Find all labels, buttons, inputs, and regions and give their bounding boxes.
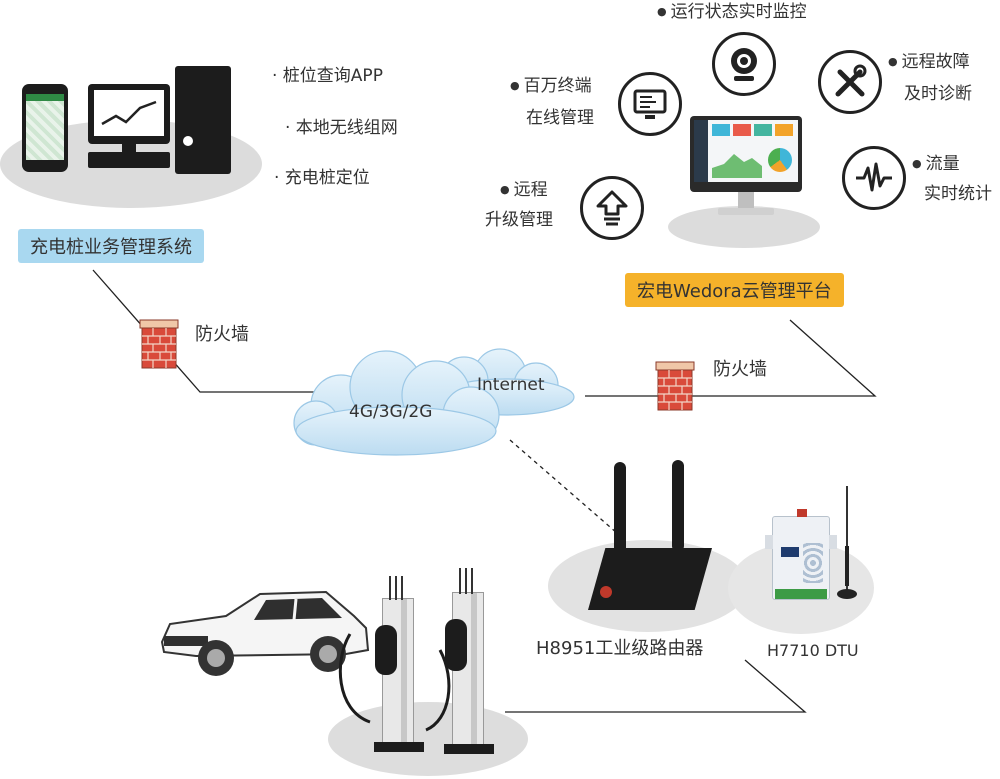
desktop-monitor-image [88, 84, 170, 144]
feature-terminal-mgmt-line1: 百万终端 [510, 74, 592, 100]
tools-icon [818, 50, 882, 114]
monitor-icon [618, 72, 682, 136]
station-foot [374, 742, 424, 752]
feature-realtime-monitor: 运行状态实时监控 [657, 0, 807, 26]
business-feature-1: · 桩位查询APP [272, 66, 383, 86]
electric-car-image [160, 590, 370, 676]
firewall-icon [138, 318, 180, 370]
charging-station-1 [375, 598, 414, 748]
dtu-label: H7710 DTU [767, 641, 859, 660]
keyboard-image [88, 152, 170, 168]
waveform-icon [842, 146, 906, 210]
firewall-right-label: 防火墙 [713, 359, 767, 380]
feature-remote-upgrade-line1: 远程 [500, 178, 548, 204]
router-image [588, 548, 712, 610]
computer-tower-image [175, 66, 231, 174]
router-label: H8951工业级路由器 [536, 638, 704, 659]
firewall-icon [654, 360, 696, 412]
feature-traffic-line2: 实时统计 [924, 184, 992, 204]
upload-icon [580, 176, 644, 240]
dtu-antenna [837, 486, 857, 599]
station-foot [444, 744, 494, 754]
feature-remote-diag-line1: 远程故障 [888, 50, 970, 76]
cloud-internet-label: Internet [477, 375, 545, 395]
feature-remote-diag-line2: 及时诊断 [904, 84, 972, 104]
firewall-left-label: 防火墙 [195, 324, 249, 345]
dtu-image [765, 509, 837, 600]
feature-remote-upgrade-line2: 升级管理 [485, 210, 553, 230]
charging-cable [338, 633, 451, 732]
cloud-mobile-label: 4G/3G/2G [349, 402, 433, 422]
smartphone-image [22, 84, 68, 172]
line-chart-icon [101, 100, 157, 126]
area-chart-icon [712, 154, 762, 178]
feature-terminal-mgmt-line2: 在线管理 [526, 108, 594, 128]
webcam-icon [712, 32, 776, 96]
feature-traffic-line1: 流量 [912, 152, 960, 178]
cloud-icon [293, 348, 575, 456]
business-system-label: 充电桩业务管理系统 [18, 229, 204, 263]
charging-base [328, 702, 528, 776]
business-feature-2: · 本地无线组网 [285, 118, 398, 138]
charging-station-2 [445, 592, 484, 750]
dashboard-monitor-image [690, 116, 802, 192]
cloud-platform-label: 宏电Wedora云管理平台 [625, 273, 844, 307]
monitor-neck [738, 192, 754, 210]
router-antenna [672, 460, 684, 552]
station-antenna [459, 568, 473, 594]
monitor-foot [718, 208, 774, 215]
router-antenna [614, 462, 626, 554]
business-feature-3: · 充电桩定位 [274, 168, 370, 188]
station-antenna [389, 576, 403, 600]
